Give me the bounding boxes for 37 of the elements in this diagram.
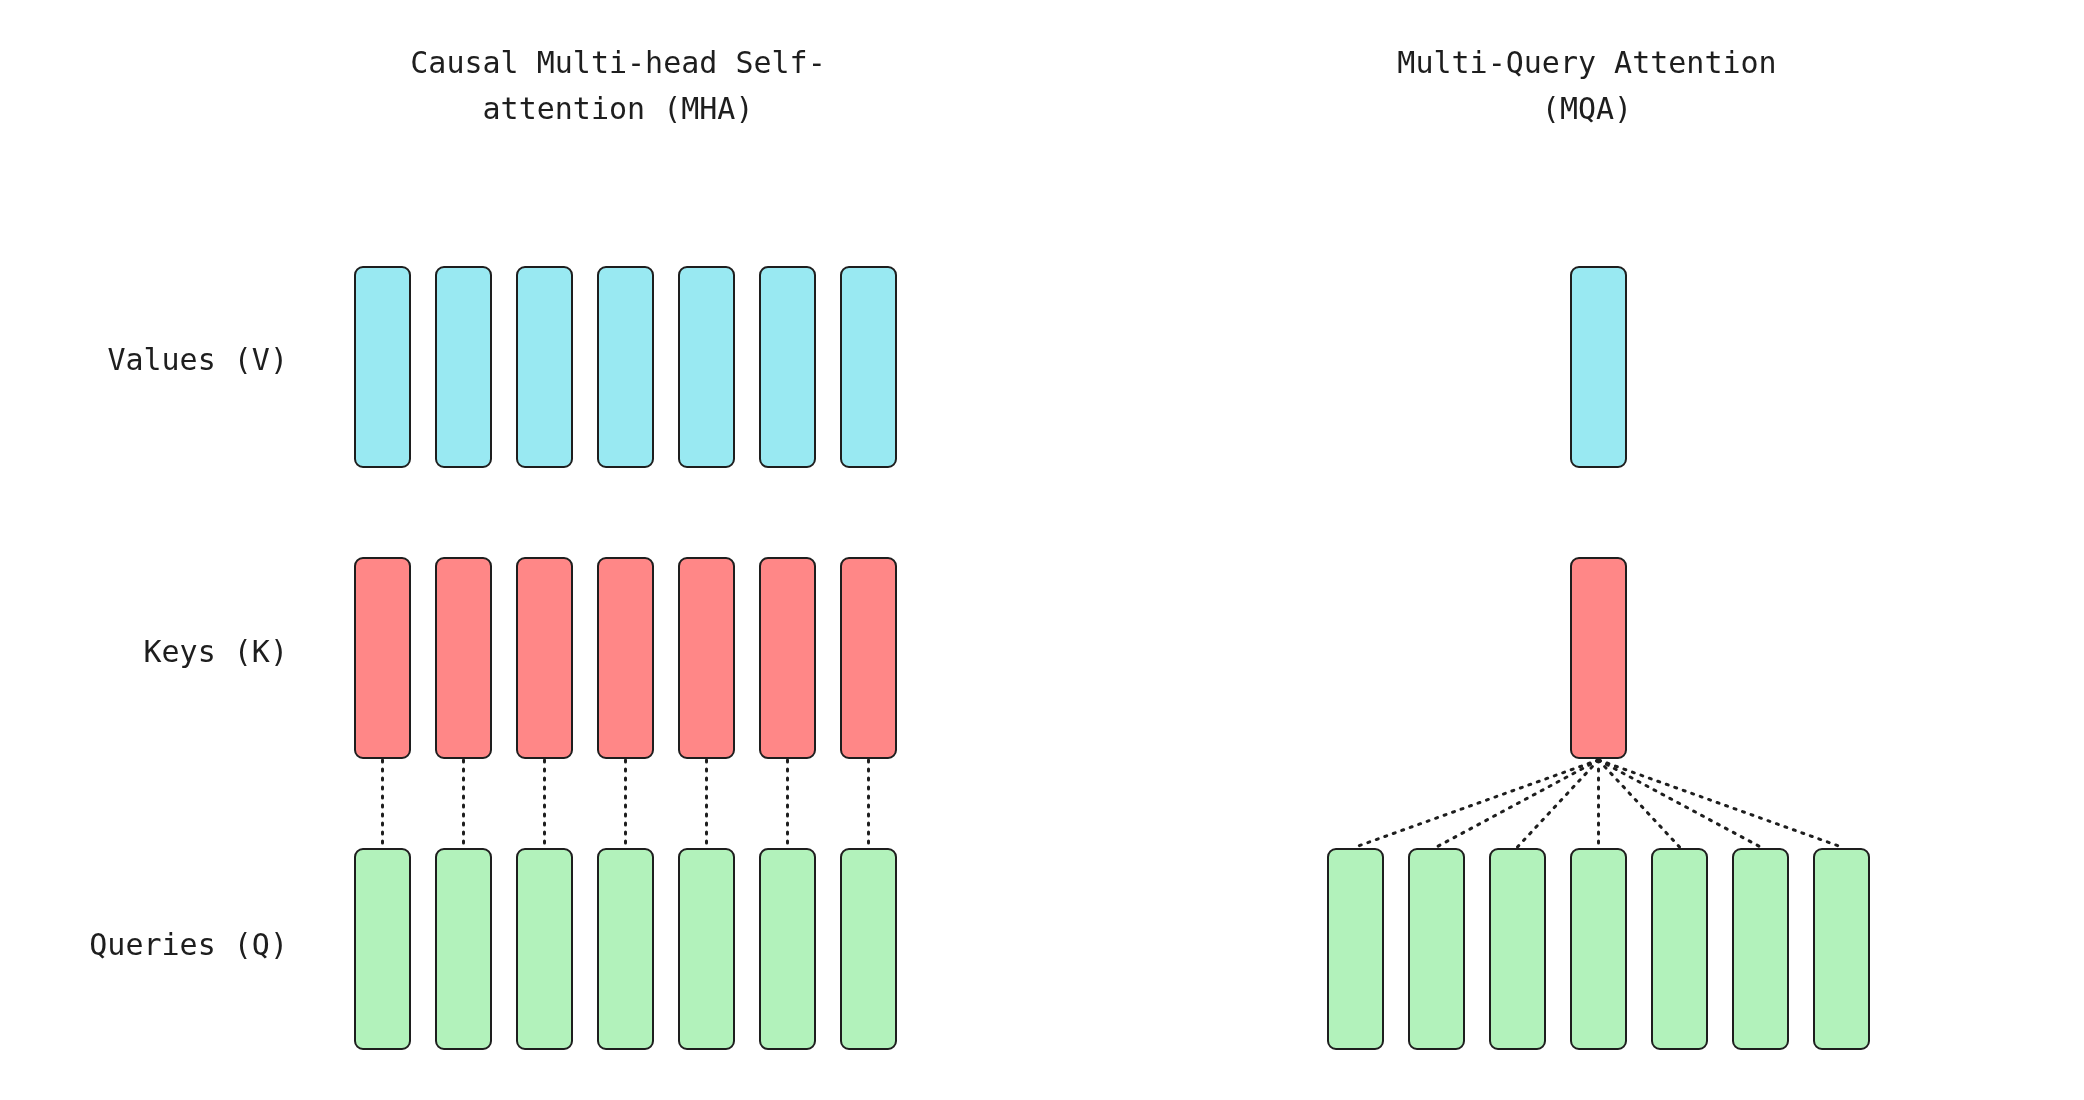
query-bar	[678, 848, 735, 1050]
value-bar	[597, 266, 654, 468]
query-bar	[516, 848, 573, 1050]
row-label: Values (V)	[107, 342, 288, 377]
query-bar	[1651, 848, 1708, 1050]
query-bar	[1732, 848, 1789, 1050]
heading: Multi-Query Attention (MQA)	[1396, 44, 1778, 128]
query-bar	[1327, 848, 1384, 1050]
key-bar	[435, 557, 492, 759]
key-bar	[597, 557, 654, 759]
row-label: Keys (K)	[143, 634, 288, 669]
query-bar	[1813, 848, 1870, 1050]
value-bar	[516, 266, 573, 468]
value-bar	[354, 266, 411, 468]
value-bar	[435, 266, 492, 468]
query-bar	[840, 848, 897, 1050]
value-bar	[840, 266, 897, 468]
value-bar	[1570, 266, 1627, 468]
value-bar	[759, 266, 816, 468]
query-bar	[1489, 848, 1546, 1050]
query-bar	[759, 848, 816, 1050]
key-bar	[678, 557, 735, 759]
query-bar	[1570, 848, 1627, 1050]
row-label: Queries (Q)	[89, 927, 288, 962]
query-bar	[435, 848, 492, 1050]
key-bar	[516, 557, 573, 759]
key-bar	[840, 557, 897, 759]
key-bar	[354, 557, 411, 759]
query-bar	[1408, 848, 1465, 1050]
dotted-connector	[1435, 758, 1600, 849]
query-bar	[597, 848, 654, 1050]
dotted-connector	[1516, 758, 1600, 849]
heading: Causal Multi-head Self-attention (MHA)	[409, 44, 827, 128]
query-bar	[354, 848, 411, 1050]
key-bar	[1570, 557, 1627, 759]
value-bar	[678, 266, 735, 468]
key-bar	[759, 557, 816, 759]
